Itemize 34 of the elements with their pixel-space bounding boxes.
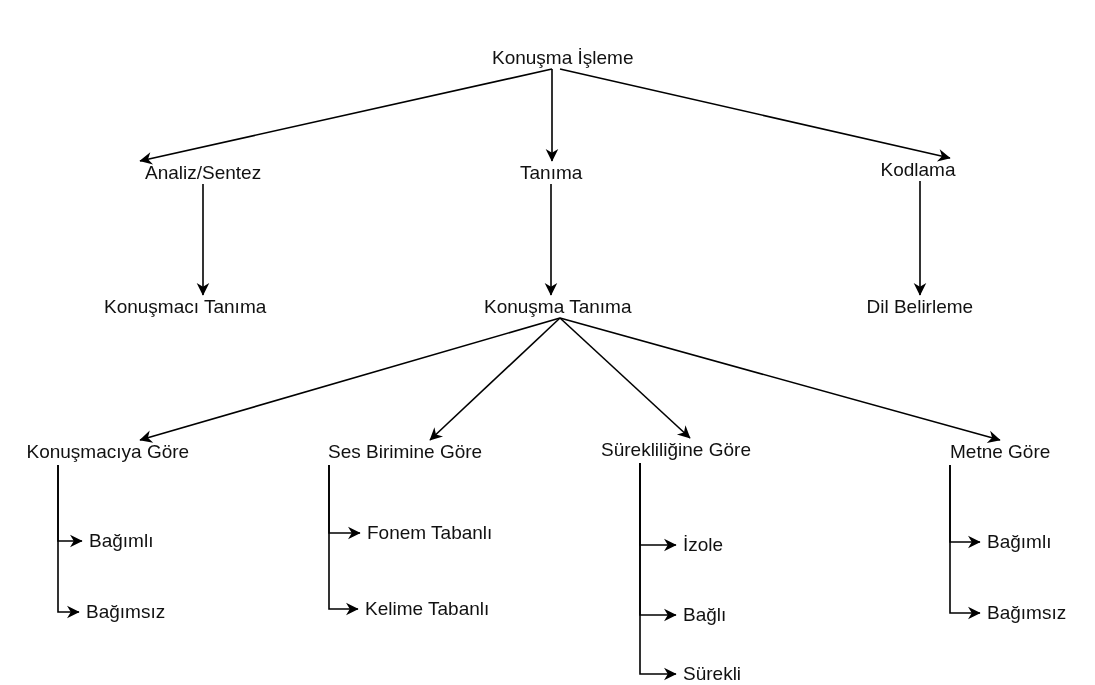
node-label: İzole [682,534,725,556]
node-label: Bağımlı [986,531,1053,553]
node-label: Metne Göre [949,441,1052,463]
arrow [913,180,927,296]
node-label: Analiz/Sentez [144,162,263,184]
arrow [545,68,559,162]
arrow [328,464,359,616]
node-label: Fonem Tabanlı [366,522,494,544]
node-label: Kelime Tabanlı [364,598,491,620]
node-label: Kodlama [879,159,957,181]
node-label: Bağımsız [986,602,1068,624]
arrow [139,68,553,165]
arrow [559,317,691,439]
node-label: Bağımlı [88,530,155,552]
node-label: Dil Belirleme [865,296,975,318]
arrow [639,462,677,681]
node-label: Konuşmacıya Göre [25,441,191,463]
arrow [196,183,210,296]
node-label: Sürekli [682,663,743,685]
arrow [429,317,561,441]
node-label: Konuşma İşleme [491,47,635,69]
node-label: Bağımsız [85,601,167,623]
arrow [559,68,951,162]
node-label: Tanıma [519,162,584,184]
node-label: Sürekliliğine Göre [600,439,752,461]
node-label: Konuşmacı Tanıma [103,296,268,318]
node-label: Ses Birimine Göre [327,441,484,463]
arrow [57,464,80,619]
arrow [544,183,558,296]
arrow [559,317,1001,443]
arrow [139,317,561,443]
arrow [949,464,981,620]
node-label: Bağlı [682,604,728,626]
node-label: Konuşma Tanıma [483,296,633,318]
